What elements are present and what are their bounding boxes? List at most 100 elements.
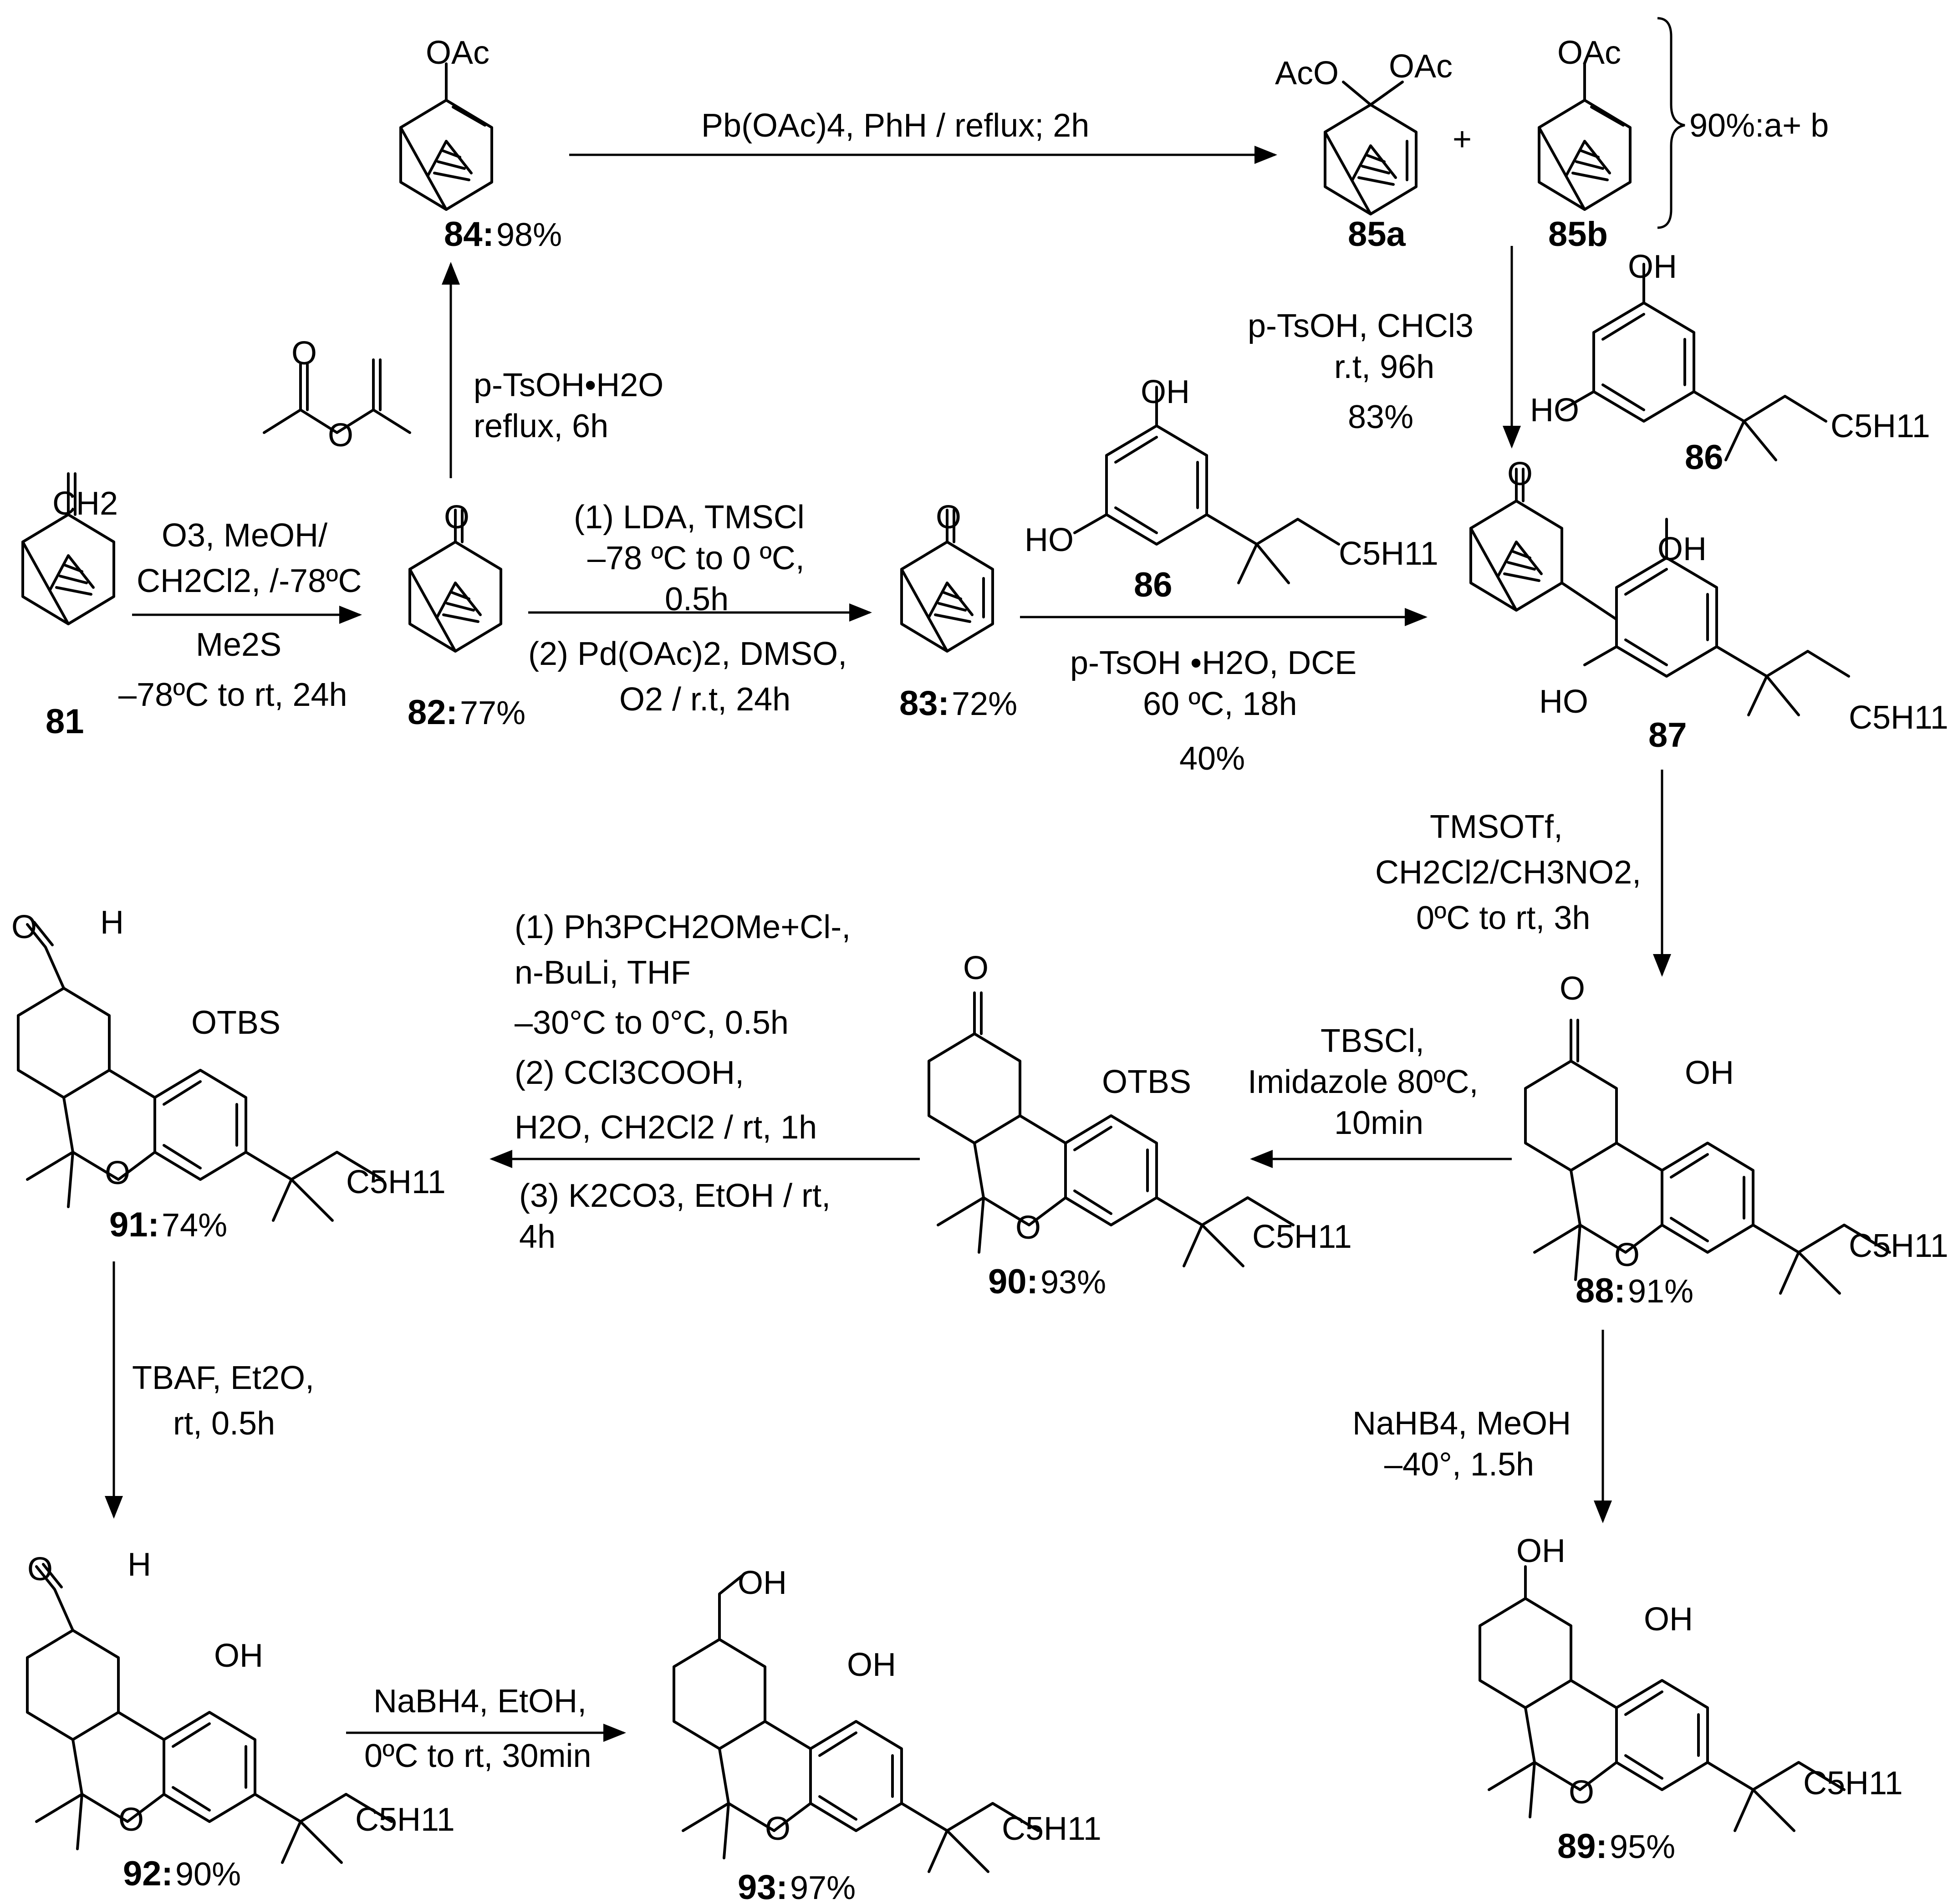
ho-label-86-mid: HO (1025, 522, 1074, 558)
compound-85a-number: 85a (1348, 215, 1406, 254)
compound-88-yield: 91% (1628, 1273, 1693, 1310)
ring-o-label-88: O (1614, 1237, 1640, 1273)
ring-o-label-92: O (118, 1802, 144, 1838)
h-label-92: H (127, 1547, 151, 1583)
condition-line: 0.5h (665, 581, 729, 618)
o-label-83: O (936, 499, 961, 536)
compound-86-mid (1075, 387, 1339, 583)
compound-83-number: 83: (899, 684, 949, 723)
condition-line: CH2Cl2/CH3NO2, (1375, 854, 1641, 891)
compound-90 (929, 991, 1293, 1266)
compound-86-top-number: 86 (1685, 438, 1724, 477)
compound-89-yield: 95% (1610, 1829, 1675, 1865)
condition-line: (3) K2CO3, EtOH / rt, (519, 1178, 831, 1214)
compound-84-yield: 98% (496, 217, 562, 253)
condition-line: (1) Ph3PCH2OMe+Cl-, (515, 909, 851, 945)
otbs-label-91: OTBS (191, 1005, 280, 1041)
condition-line: 0ºC to rt, 30min (364, 1738, 591, 1774)
c5h11-label-86-mid: C5H11 (1339, 536, 1438, 572)
oh-label-86-mid: OH (1141, 374, 1190, 410)
condition-line: –78ºC to rt, 24h (118, 677, 347, 713)
condition-line: Me2S (196, 627, 281, 663)
condition-line: reflux, 6h (474, 408, 608, 444)
c5h11-label-88: C5H11 (1849, 1228, 1948, 1264)
o-label-88: O (1560, 970, 1585, 1007)
o-label-90: O (963, 950, 989, 986)
conditions-84-85: Pb(OAc)4, PhH / reflux; 2h (701, 107, 1089, 144)
condition-line: n-BuLi, THF (515, 955, 691, 991)
ring-o-label-91: O (105, 1155, 130, 1191)
compound-83-yield: 72% (952, 686, 1017, 722)
oh-label-88: OH (1685, 1055, 1734, 1091)
condition-line: 60 ºC, 18h (1143, 686, 1297, 722)
compound-81-number: 81 (46, 702, 84, 741)
compound-85b (1539, 62, 1630, 209)
conditions-90-91: (1) Ph3PCH2OMe+Cl-, n-BuLi, THF –30°C to… (515, 909, 851, 1255)
compound-82-yield: 77% (460, 695, 525, 731)
condition-line: (1) LDA, TMSCl (574, 499, 805, 536)
condition-line: NaBH4, EtOH, (373, 1683, 586, 1720)
brace-label: 90%:a+ b (1689, 107, 1829, 144)
oh-label-87: OH (1657, 531, 1707, 567)
condition-line: p-TsOH, CHCl3 (1248, 308, 1474, 344)
conditions-92-93: NaBH4, EtOH, 0ºC to rt, 30min (364, 1683, 591, 1774)
condition-line: H2O, CH2Cl2 / rt, 1h (515, 1109, 817, 1146)
condition-line: O3, MeOH/ (162, 517, 327, 554)
compound-89 (1480, 1565, 1844, 1831)
condition-line: –78 ºC to 0 ºC, (587, 540, 805, 577)
ring-o-label-90: O (1015, 1210, 1041, 1246)
ring-o-label-89: O (1569, 1774, 1594, 1811)
oh-label-89-top: OH (1516, 1533, 1565, 1569)
ho-label-87: HO (1539, 684, 1588, 720)
condition-line: TBSCl, (1321, 1023, 1424, 1059)
compound-82 (410, 509, 501, 651)
ch2-label: CH2 (52, 485, 118, 522)
oh-label-86-top: OH (1628, 249, 1677, 285)
condition-line: O2 / r.t, 24h (619, 681, 790, 718)
c5h11-label-86-top: C5H11 (1831, 408, 1930, 444)
compound-90-yield: 93% (1040, 1264, 1106, 1301)
condition-line: p-TsOH •H2O, DCE (1070, 645, 1356, 681)
compound-91 (18, 921, 382, 1220)
o-label-87: O (1507, 456, 1533, 492)
otbs-label-90: OTBS (1102, 1064, 1191, 1100)
isopropenyl-acetate: O O (263, 335, 411, 454)
compound-93-yield: 97% (790, 1870, 856, 1904)
oac-label-85a: OAc (1389, 48, 1453, 85)
condition-line: Imidazole 80ºC, (1248, 1064, 1479, 1100)
compound-87-number: 87 (1648, 716, 1687, 755)
oh-label-93-top: OH (738, 1565, 787, 1601)
c5h11-label-87: C5H11 (1849, 699, 1948, 736)
compound-84 (401, 62, 492, 209)
condition-line: r.t, 96h (1334, 349, 1434, 385)
condition-line: (2) CCl3COOH, (515, 1055, 744, 1091)
aco-label-85a: AcO (1275, 55, 1339, 92)
conditions-85-87: p-TsOH, CHCl3 r.t, 96h 83% (1248, 308, 1474, 435)
c5h11-label-91: C5H11 (346, 1164, 446, 1200)
conditions-87-88: TMSOTf, CH2Cl2/CH3NO2, 0ºC to rt, 3h (1375, 809, 1641, 936)
condition-line: NaHB4, MeOH (1352, 1405, 1571, 1442)
condition-line: rt, 0.5h (173, 1405, 275, 1442)
compound-93-number: 93: (738, 1868, 788, 1904)
oh-label-89: OH (1644, 1601, 1693, 1638)
compound-88-number: 88: (1576, 1271, 1626, 1310)
conditions-91-92: TBAF, Et2O, rt, 0.5h (132, 1360, 314, 1442)
ho-label-86-top: HO (1530, 392, 1579, 429)
compound-85b-number: 85b (1548, 215, 1608, 254)
compound-93 (674, 1574, 1038, 1872)
condition-line: 10min (1334, 1105, 1423, 1141)
compound-92 (27, 1563, 392, 1863)
o-label-ipa-1: O (291, 335, 317, 372)
o-label-91: O (11, 909, 37, 945)
compound-81 (23, 472, 114, 624)
conditions-82-83: (1) LDA, TMSCl –78 ºC to 0 ºC, 0.5h (2) … (528, 499, 847, 718)
condition-line: p-TsOH•H2O (474, 367, 663, 403)
plus-sign: + (1453, 121, 1472, 158)
condition-line: CH2Cl2, /-78ºC (137, 563, 362, 599)
c5h11-label-90: C5H11 (1252, 1219, 1352, 1255)
compound-86-mid-number: 86 (1134, 566, 1173, 604)
oac-label-85b: OAc (1557, 35, 1621, 71)
condition-line: TBAF, Et2O, (132, 1360, 314, 1396)
h-label-91: H (100, 904, 124, 941)
